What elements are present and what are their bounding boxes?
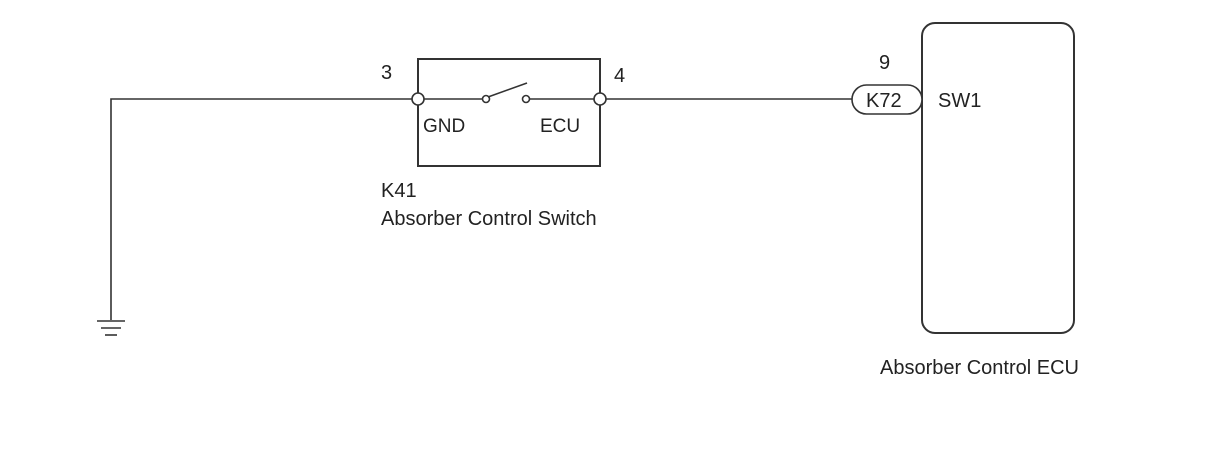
ecu-box — [921, 22, 1075, 334]
switch-pin-gnd-number: 3 — [381, 62, 392, 84]
switch-pin-gnd-label: GND — [423, 116, 465, 137]
switch-pin-ecu-terminal — [593, 92, 607, 106]
switch-pin-gnd-terminal — [411, 92, 425, 106]
ecu-terminal-label: SW1 — [938, 90, 981, 112]
ecu-connector — [851, 84, 923, 115]
switch-pin-ecu-label: ECU — [540, 116, 580, 137]
switch-connector-id: K41 — [381, 180, 417, 202]
switch-contact-icon — [418, 82, 600, 104]
ground-wire — [110, 98, 418, 320]
ground-icon — [97, 320, 125, 336]
switch-name: Absorber Control Switch — [381, 208, 597, 230]
switch-pin-ecu-number: 4 — [614, 65, 625, 87]
ecu-pin-number: 9 — [879, 52, 890, 74]
ecu-connector-id: K72 — [866, 90, 902, 112]
switch-box — [417, 58, 601, 167]
ecu-name: Absorber Control ECU — [880, 357, 1079, 379]
